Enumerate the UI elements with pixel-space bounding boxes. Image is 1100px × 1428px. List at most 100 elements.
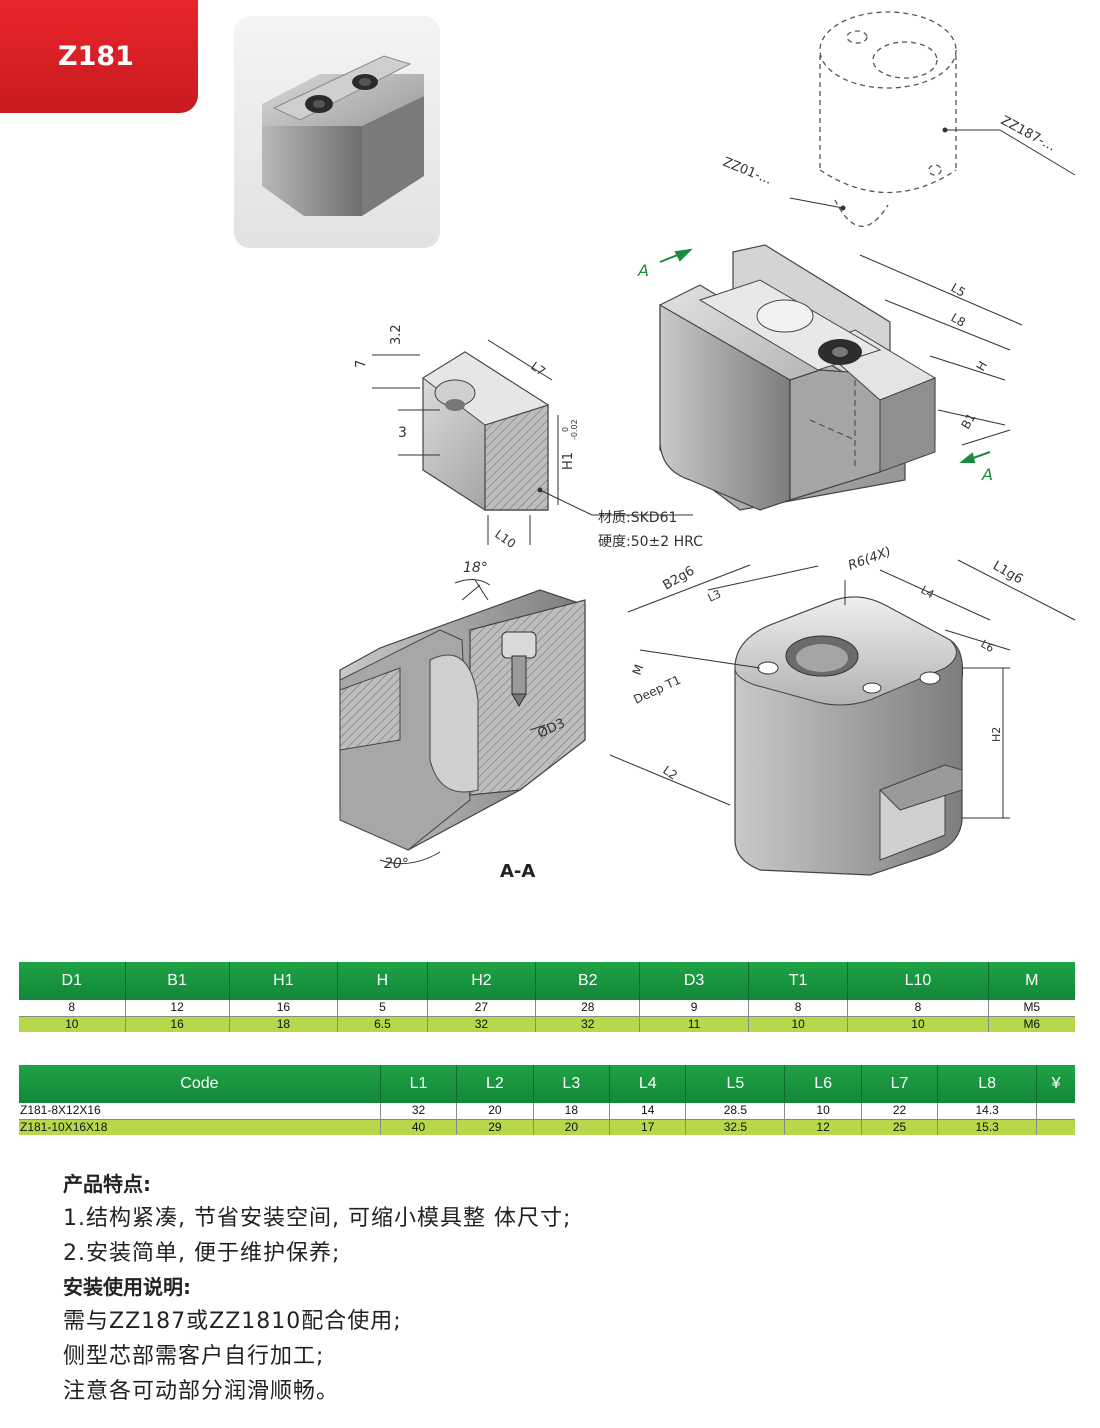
section-aa-view bbox=[339, 579, 586, 865]
column-header: L5 bbox=[685, 1065, 786, 1103]
column-header: L6 bbox=[784, 1065, 862, 1103]
technical-drawing: ZZ01-... ZZ187-... A A L5 L8 H B1 bbox=[339, 11, 1076, 882]
spec-table-dimensions: D1 B1 H1 H H2 B2 D3 T1 L10 M 8 12 16 5 2… bbox=[19, 962, 1075, 1032]
table-cell: 10 bbox=[748, 1016, 849, 1032]
table-cell: 20 bbox=[456, 1103, 534, 1120]
table-cell: 16 bbox=[229, 1000, 339, 1017]
dim-l3: L3 bbox=[706, 587, 723, 604]
dim-l7: L7 bbox=[528, 359, 548, 379]
table-header-row: Code L1 L2 L3 L4 L5 L6 L7 L8 ¥ bbox=[19, 1065, 1075, 1103]
feature-item: 1.结构紧凑, 节省安装空间, 可缩小模具整 体尺寸; bbox=[63, 1206, 572, 1231]
table-cell: 14.3 bbox=[937, 1103, 1038, 1120]
base-block-view bbox=[734, 596, 964, 876]
table-cell: M5 bbox=[988, 1000, 1075, 1017]
table-cell: 17 bbox=[609, 1119, 687, 1135]
table-cell: 27 bbox=[427, 1000, 537, 1017]
table-cell bbox=[1036, 1103, 1075, 1120]
dim-deep-t1: Deep T1 bbox=[631, 673, 683, 707]
table-cell: 6.5 bbox=[337, 1016, 428, 1032]
section-arrow-a-top: A bbox=[637, 261, 649, 280]
table-cell: 22 bbox=[861, 1103, 939, 1120]
table-cell bbox=[1036, 1119, 1075, 1135]
table-cell: 8 bbox=[847, 1000, 989, 1017]
table-cell: 14 bbox=[609, 1103, 687, 1120]
column-header: D3 bbox=[639, 962, 749, 1000]
column-header: L7 bbox=[861, 1065, 939, 1103]
table-row: 8 12 16 5 27 28 9 8 8 M5 bbox=[19, 1000, 1075, 1017]
column-header: H1 bbox=[229, 962, 339, 1000]
column-header: M bbox=[988, 962, 1075, 1000]
spec-table-codes: Code L1 L2 L3 L4 L5 L6 L7 L8 ¥ Z181-8X12… bbox=[19, 1065, 1075, 1135]
table-cell: 20 bbox=[533, 1119, 611, 1135]
hardness-label: 硬度:50±2 HRC bbox=[598, 534, 703, 550]
table-cell: 32 bbox=[427, 1016, 537, 1032]
table-cell: 32.5 bbox=[685, 1119, 786, 1135]
main-block-view bbox=[659, 244, 937, 511]
table-cell: 8 bbox=[748, 1000, 849, 1017]
dim-l1g6: L1g6 bbox=[990, 558, 1025, 587]
column-header: D1 bbox=[19, 962, 126, 1000]
column-header: Code bbox=[19, 1065, 381, 1103]
section-aa-title: A-A bbox=[500, 861, 535, 882]
dim-h1: H1 bbox=[561, 452, 576, 470]
product-photo-image bbox=[262, 55, 424, 216]
dim-m: M bbox=[630, 663, 647, 678]
table-cell: Z181-10X16X18 bbox=[19, 1119, 381, 1135]
product-photo bbox=[234, 16, 440, 248]
table-row: Z181-8X12X16 32 20 18 14 28.5 10 22 14.3 bbox=[19, 1103, 1075, 1120]
product-notes: 产品特点: 1.结构紧凑, 节省安装空间, 可缩小模具整 体尺寸; 2.安装简单… bbox=[63, 1168, 963, 1409]
table-cell: M6 bbox=[988, 1016, 1075, 1032]
column-header: L1 bbox=[380, 1065, 458, 1103]
angle-18: 18° bbox=[463, 560, 488, 576]
dim-3: 3 bbox=[398, 425, 407, 441]
column-header: L2 bbox=[456, 1065, 534, 1103]
table-cell: 18 bbox=[533, 1103, 611, 1120]
angle-20: 20° bbox=[384, 856, 409, 872]
column-header: H2 bbox=[427, 962, 537, 1000]
column-header: L3 bbox=[533, 1065, 611, 1103]
table-header-row: D1 B1 H1 H H2 B2 D3 T1 L10 M bbox=[19, 962, 1075, 1000]
column-header: H bbox=[337, 962, 428, 1000]
dim-b2g6: B2g6 bbox=[661, 564, 698, 594]
table-cell: 32 bbox=[535, 1016, 641, 1032]
dim-h1-tol-upper: 0 bbox=[561, 427, 570, 432]
dim-l8: L8 bbox=[949, 310, 968, 329]
table-cell: 12 bbox=[125, 1000, 230, 1017]
table-row: Z181-10X16X18 40 29 20 17 32.5 12 25 15.… bbox=[19, 1119, 1075, 1135]
table-cell: 10 bbox=[784, 1103, 862, 1120]
table-cell: Z181-8X12X16 bbox=[19, 1103, 381, 1120]
column-header: L8 bbox=[937, 1065, 1038, 1103]
insert-part-view bbox=[422, 351, 550, 511]
zz01-label: ZZ01-... bbox=[721, 155, 774, 188]
dim-l5: L5 bbox=[949, 280, 968, 299]
product-code: Z181 bbox=[58, 41, 134, 72]
dim-3-2: 3.2 bbox=[389, 324, 404, 345]
table-cell: 15.3 bbox=[937, 1119, 1038, 1135]
dim-7: 7 bbox=[354, 360, 369, 368]
product-code-tab: Z181 bbox=[0, 0, 198, 113]
table-cell: 40 bbox=[380, 1119, 458, 1135]
dim-h1-tol-lower: -0.02 bbox=[570, 419, 579, 440]
dim-l6: L6 bbox=[979, 637, 997, 655]
column-header: L4 bbox=[609, 1065, 687, 1103]
table-cell: 8 bbox=[19, 1000, 126, 1017]
material-label: 材质:SKD61 bbox=[598, 510, 677, 526]
dim-h: H bbox=[973, 359, 990, 374]
table-cell: 10 bbox=[19, 1016, 126, 1032]
table-cell: 28 bbox=[535, 1000, 641, 1017]
table-cell: 12 bbox=[784, 1119, 862, 1135]
usage-item: 注意各可动部分润滑顺畅。 bbox=[63, 1379, 340, 1404]
dim-l4: L4 bbox=[919, 583, 937, 601]
dim-b1: B1 bbox=[958, 411, 978, 432]
dim-h2: H2 bbox=[990, 727, 1003, 742]
usage-item: 侧型芯部需客户自行加工; bbox=[63, 1344, 325, 1369]
table-cell: 25 bbox=[861, 1119, 939, 1135]
usage-item: 需与ZZ187或ZZ1810配合使用; bbox=[63, 1309, 402, 1334]
usage-heading: 安装使用说明: bbox=[63, 1275, 191, 1299]
dim-l2: L2 bbox=[660, 763, 680, 783]
column-header: B1 bbox=[125, 962, 230, 1000]
table-cell: 29 bbox=[456, 1119, 534, 1135]
column-header: B2 bbox=[535, 962, 641, 1000]
features-heading: 产品特点: bbox=[63, 1172, 151, 1196]
table-cell: 5 bbox=[337, 1000, 428, 1017]
